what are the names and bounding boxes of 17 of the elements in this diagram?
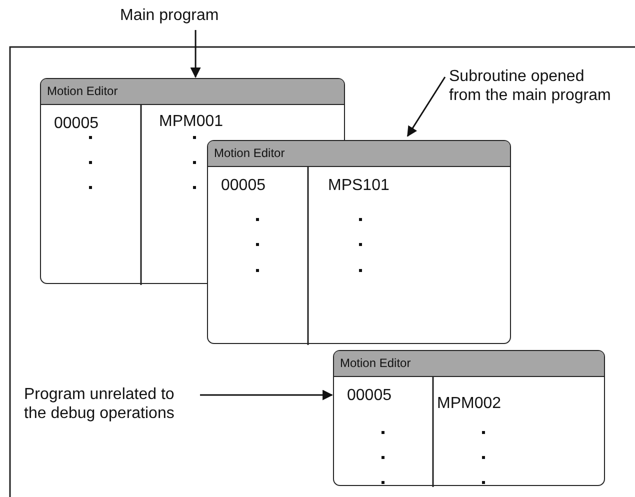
line-number: 00005	[221, 177, 266, 195]
annotation-text: Subroutine opened from the main program	[449, 67, 619, 105]
editor-window	[333, 350, 605, 486]
program-name: MPM002	[437, 395, 502, 413]
arrow	[407, 76, 446, 137]
window-title: Motion Editor	[214, 146, 285, 160]
arrow	[190, 30, 201, 78]
editor-window-dialog	[207, 140, 511, 344]
window-title: Motion Editor	[47, 84, 118, 98]
line-number: 00005	[54, 115, 98, 133]
program-name: MPS101	[328, 177, 390, 195]
arrow	[200, 390, 334, 400]
line-number: 00005	[347, 387, 392, 405]
window-title: Motion Editor	[340, 356, 411, 370]
program-name: MPM001	[159, 113, 224, 131]
annotation-text: Main program	[120, 6, 250, 25]
annotation-text: Program unrelated to the debug operations	[24, 385, 194, 423]
